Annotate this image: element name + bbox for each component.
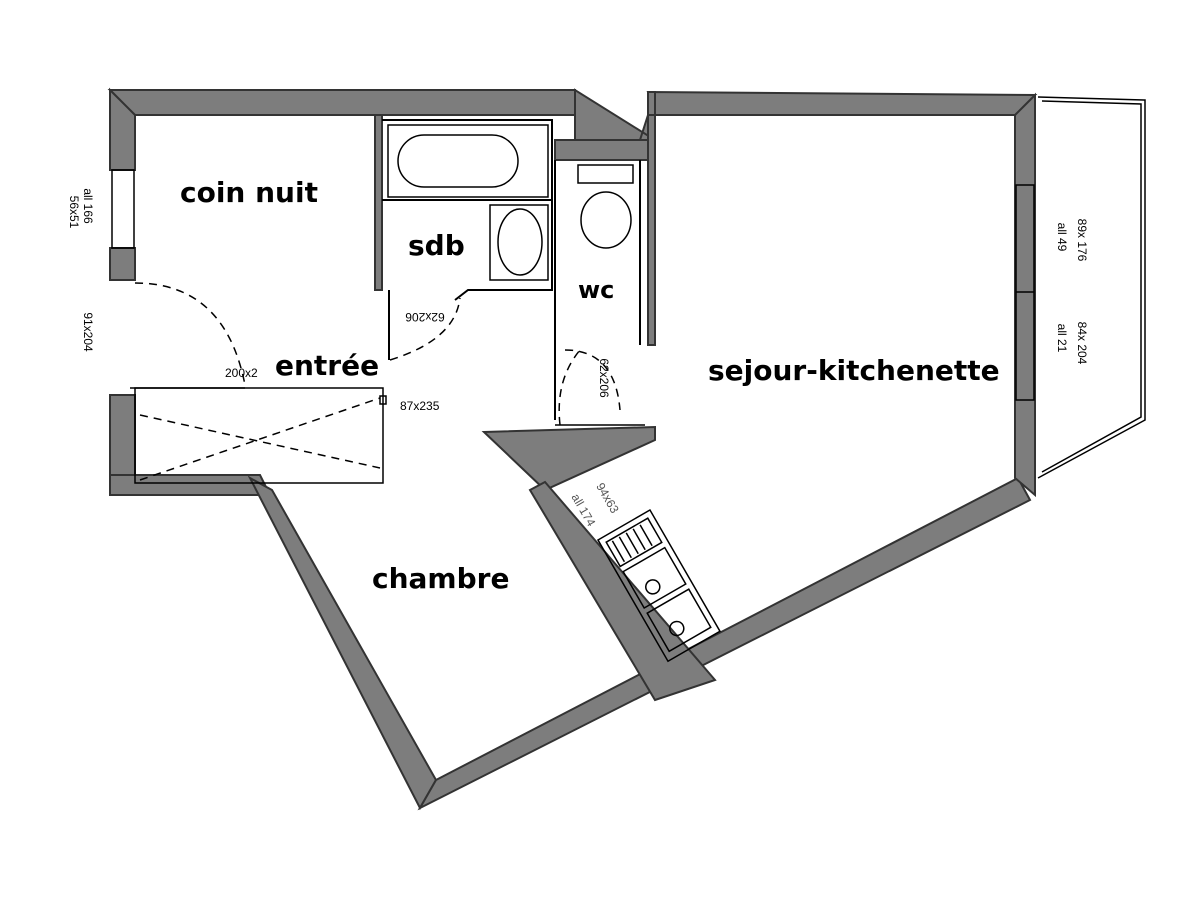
label-wc: wc: [578, 276, 614, 304]
sink-drain-1: [645, 579, 661, 595]
dim-door-entree: 200x2: [225, 366, 258, 380]
kitchen-counter: [528, 480, 717, 702]
sink-drain-2: [669, 620, 685, 637]
wall-wc-right: [647, 114, 656, 346]
walls: [107, 87, 1038, 811]
label-entree: entrée: [275, 349, 379, 382]
dim-door-left: 91x204: [81, 312, 95, 352]
wall-top-left: [107, 89, 576, 116]
door-swing-sdb: [389, 297, 461, 361]
dim-door-sdb: 62x206: [405, 310, 445, 324]
room-labels: coin nuit sdb wc entrée sejour-kitchenet…: [180, 176, 1000, 595]
drainer-line-2: [618, 536, 632, 559]
window-left: [111, 169, 135, 249]
dim-window-left-height: all 166: [81, 188, 95, 224]
drainer-line-1: [611, 540, 626, 563]
dim-window-right-top-height: all 49: [1055, 223, 1069, 252]
wall-left-upper: [109, 87, 136, 171]
closet-cross-1: [139, 414, 381, 469]
interior-lines: [134, 119, 721, 663]
closet-cross-2: [139, 397, 381, 481]
toilet-tank: [577, 164, 634, 184]
label-coin-nuit: coin nuit: [180, 176, 318, 209]
dim-window-right-bottom-height: all 21: [1055, 324, 1069, 353]
door-swings: [130, 282, 645, 426]
dim-door-wc: 62x206: [597, 358, 611, 398]
wall-top-right: [646, 90, 1038, 116]
label-chambre: chambre: [372, 562, 509, 595]
dim-kitchen-window: 94x63: [593, 480, 622, 516]
kitchen-wedge: [481, 425, 656, 492]
wall-chambre-left: [247, 475, 438, 811]
wall-bottom-diagonal: [417, 476, 1032, 811]
wall-bottom-left: [109, 474, 272, 496]
dim-window-left: 56x51: [67, 196, 81, 229]
entree-closet: [134, 387, 384, 484]
kitchen-sink-1: [622, 546, 687, 610]
kitchen-unit: [596, 508, 721, 663]
kitchen-sink-2: [646, 588, 712, 653]
sdb-outline: [382, 119, 553, 301]
dim-window-right-top: 89x 176: [1075, 219, 1089, 262]
label-sdb: sdb: [408, 229, 465, 262]
sdb-sink: [497, 208, 543, 276]
kitchen-unit-frame: [596, 508, 721, 663]
wall-left-lower: [109, 394, 136, 476]
kitchen-drainer: [605, 517, 663, 568]
door-swing-wc: [564, 349, 621, 411]
door-swing-entry: [134, 282, 246, 386]
dim-window-right-bottom: 84x 204: [1075, 322, 1089, 365]
toilet-bowl: [580, 191, 632, 249]
label-sejour: sejour-kitchenette: [708, 354, 1000, 387]
bathtub: [387, 124, 549, 198]
bathtub-inner: [397, 134, 519, 188]
door-post: [379, 395, 387, 405]
wall-right: [1014, 92, 1036, 498]
balcony: [1037, 96, 1146, 479]
wall-sdb-left: [374, 114, 383, 291]
drainer-line-5: [639, 524, 653, 547]
balcony-inner: [1041, 100, 1142, 473]
drainer-line-4: [632, 528, 646, 551]
windows: [111, 169, 1035, 401]
door-swing-sejour: [558, 349, 581, 426]
sdb-sink-frame: [489, 204, 549, 281]
wall-left-middle: [109, 247, 136, 281]
drainer-line-3: [625, 532, 639, 555]
dimension-labels: 56x51 all 166 91x204 200x2 62x206 62x206…: [67, 188, 1089, 529]
dim-opening-entree: 87x235: [400, 399, 440, 413]
